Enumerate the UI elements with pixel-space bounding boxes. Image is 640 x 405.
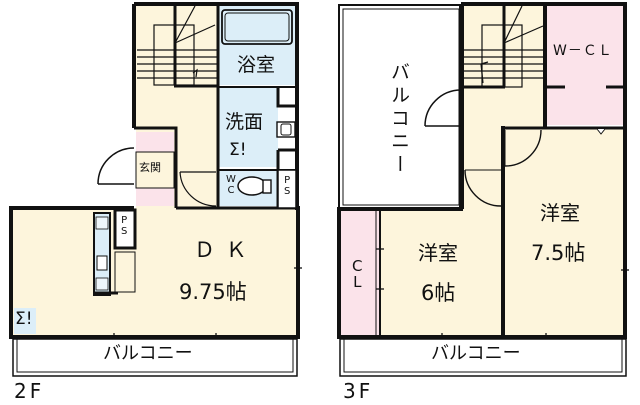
side-balcony-label: バルコニー	[388, 62, 410, 177]
floor-3f-plan	[337, 2, 629, 377]
ps1-p: P	[284, 175, 291, 186]
shoe-closet-bottom	[136, 188, 174, 206]
walk-in-closet-label: W－ＣＬ	[553, 43, 613, 59]
dk-label: Ｄ Ｋ	[194, 238, 249, 262]
floor-3f-label: 3F	[343, 379, 374, 403]
pipe-space-label-1: P S	[284, 175, 291, 197]
washroom-label: 洗面	[225, 111, 264, 133]
floor-2f-plan	[9, 2, 302, 377]
closet-l: L	[353, 272, 362, 291]
entrance-label: 玄関	[139, 161, 161, 174]
shoe-closet-top	[136, 132, 174, 152]
wc-label-c: C	[227, 184, 235, 196]
balcony-2f-label: バルコニー	[103, 343, 193, 364]
dk-fill	[12, 208, 298, 336]
wc-label-w: W	[226, 174, 236, 185]
wc-label: W C	[226, 174, 236, 196]
floor-2f-label: 2F	[14, 379, 45, 403]
western-room-75-size: 7.5帖	[531, 241, 586, 265]
closet-c: C	[352, 257, 363, 275]
western-room-6-label: 洋室	[418, 241, 458, 265]
ps2-s: S	[121, 225, 128, 237]
balcony-3f-label: バルコニー	[431, 343, 521, 364]
stair-area-2f	[136, 5, 218, 85]
western-room-75-label: 洋室	[540, 201, 580, 225]
ps2-p: P	[121, 215, 128, 226]
western-room-6-size: 6帖	[421, 281, 456, 305]
closet-label: C L	[352, 257, 363, 291]
washer-space-icon: Σ!	[229, 140, 247, 160]
bath-label: 浴室	[237, 54, 276, 76]
ps1-s: S	[284, 185, 291, 197]
pipe-space-label-2: P S	[121, 215, 128, 237]
fridge-space-icon: Σ!	[15, 309, 33, 329]
dk-size: 9.75帖	[179, 280, 247, 304]
